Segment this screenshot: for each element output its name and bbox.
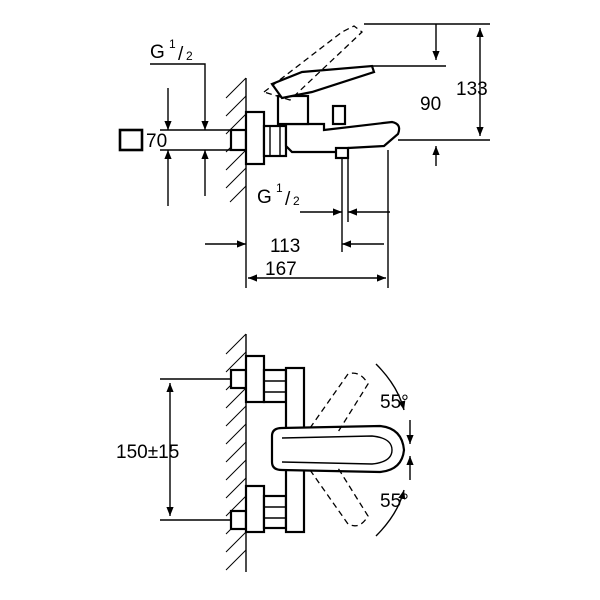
center-distance-label: 150±15: [116, 442, 179, 463]
square-size-label: 70: [146, 131, 167, 152]
lever-front: [270, 424, 406, 474]
square-symbol: [118, 128, 144, 152]
angle-up-label: 55°: [380, 392, 409, 413]
lever-down-dashed: [309, 467, 369, 527]
length-113-label: 113: [270, 236, 300, 257]
outlet-thread-base: G: [257, 187, 272, 208]
lever-open-dashed: [262, 25, 364, 101]
height-133-label: 133: [456, 79, 488, 100]
inlet-thread-base: G: [150, 42, 165, 63]
angle-down-label: 55°: [380, 491, 409, 512]
front-view: 55° 55° 150±15: [116, 333, 414, 572]
outlet-thread-label: G 1 / 2: [257, 181, 300, 210]
side-view: G 1 / 2 70 G 1 / 2 113: [118, 23, 490, 288]
lever-up-dashed: [309, 372, 369, 433]
height-90-label: 90: [420, 94, 441, 115]
mixer-body: [270, 64, 401, 172]
svg-text:/: /: [285, 189, 291, 210]
svg-text:/: /: [178, 44, 184, 65]
length-167-label: 167: [265, 259, 297, 280]
outlet-thread-num: 1: [276, 181, 283, 195]
fitting-lower: [229, 484, 288, 534]
inlet-thread-label: G 1 / 2: [150, 37, 193, 65]
outlet-thread-den: 2: [293, 194, 300, 208]
inlet-thread-num: 1: [169, 37, 176, 51]
fitting-upper: [229, 354, 288, 404]
eccentric-fitting: [229, 110, 288, 166]
inlet-thread-den: 2: [186, 49, 193, 63]
